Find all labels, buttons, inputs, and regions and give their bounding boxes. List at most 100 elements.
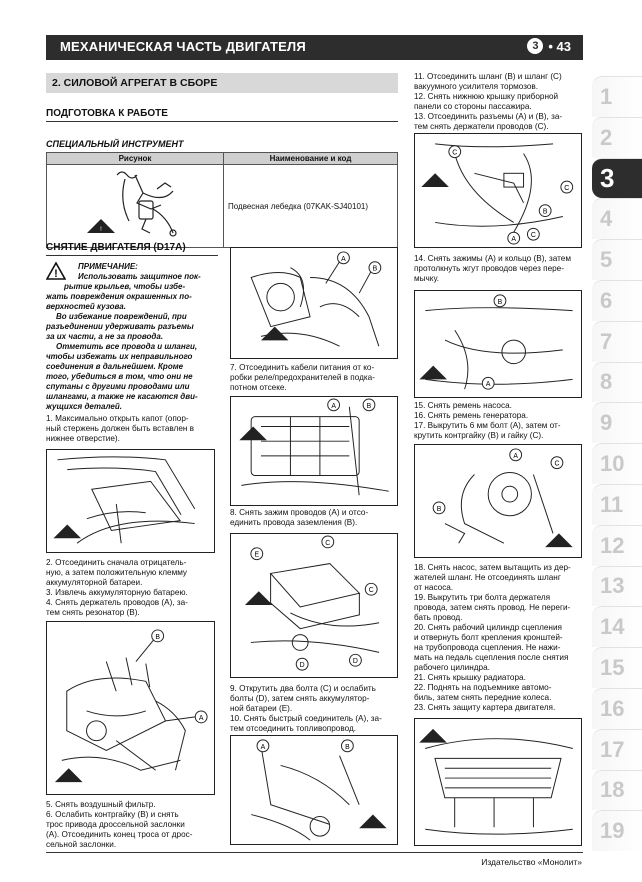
tab-chapter-10[interactable]: 10 (592, 443, 642, 484)
warning-ok-icon (419, 365, 447, 380)
tab-chapter-18[interactable]: 18 (592, 769, 642, 811)
resonator-illustration: B A (54, 629, 208, 783)
text-line: 10. Снять быстрый соединитель (A), за- (230, 714, 382, 723)
svg-text:!: ! (100, 227, 102, 233)
text-line: 18. Снять насос, затем вытащить из дер- (414, 563, 571, 572)
note-line: верхностей кузова. (46, 302, 126, 311)
text-line: 5. Снять воздушный фильтр. (46, 800, 156, 809)
note-line: жать повреждения окрашенных по- (46, 292, 192, 301)
text-line: 19. Выкрутить три болта держателя (414, 593, 551, 602)
note-line: соединения в дальнейшем. Кроме (46, 362, 184, 371)
warning-ok-icon (419, 728, 447, 743)
warning-ok-icon: ! (87, 219, 115, 233)
tab-chapter-3[interactable]: 3 (592, 157, 642, 199)
warning-ok-icon (421, 173, 449, 188)
tab-chapter-14[interactable]: 14 (592, 606, 642, 648)
warning-ok-icon (260, 326, 289, 341)
figure-dash-connectors: C C B C A (414, 133, 582, 248)
note-line: разъединении удерживать разъемы (46, 322, 194, 331)
tab-chapter-15[interactable]: 15 (592, 647, 642, 688)
tab-chapter-11[interactable]: 11 (592, 483, 642, 525)
callout-label: C (325, 540, 330, 547)
callout-C: C (321, 535, 335, 549)
text-line: биль, затем снять передние колеса. (414, 693, 552, 702)
callout-A: A (507, 231, 521, 245)
tab-chapter-17[interactable]: 17 (592, 728, 642, 770)
warning-icon: ! (46, 262, 66, 280)
text-line: мычку. (414, 274, 440, 283)
text-line: 20. Снять рабочий цилиндр сцепления (414, 623, 562, 632)
steps-18-23-text: 18. Снять насос, затем вытащить из дер- … (414, 563, 586, 713)
text-line: тем снять держатели проводов (C). (414, 122, 549, 131)
text-line: на трубопровода сцепления. Не нажи- (414, 643, 561, 652)
tab-chapter-19[interactable]: 19 (592, 810, 642, 852)
note-line: Использовать защитное пок- (78, 272, 201, 281)
figure-harness: B A (414, 290, 582, 398)
tab-chapter-1[interactable]: 1 (592, 76, 642, 117)
steps-15-17-text: 15. Снять ремень насоса. 16. Снять ремен… (414, 401, 586, 441)
tab-chapter-6[interactable]: 6 (592, 279, 642, 321)
footer-divider (46, 852, 583, 853)
warning-ok-icon (53, 524, 81, 539)
callout-label: C (554, 461, 559, 468)
harness-illustration: B A (419, 294, 573, 390)
callout-E: E (250, 547, 264, 561)
header-title: МЕХАНИЧЕСКАЯ ЧАСТЬ ДВИГАТЕЛЯ (60, 39, 306, 54)
prep-heading: ПОДГОТОВКА К РАБОТЕ (46, 108, 168, 119)
callout-B: B (432, 501, 446, 515)
text-line: 3. Извлечь аккумуляторную батарею. (46, 588, 188, 597)
text-line: 1. Максимально открыть капот (опор- (46, 414, 189, 423)
text-line: и отвернуть болт крепления кронштей- (414, 633, 563, 642)
divider (46, 121, 398, 122)
tab-chapter-12[interactable]: 12 (592, 524, 642, 566)
text-line: 14. Снять зажимы (A) и кольцо (B), затем (414, 254, 571, 263)
figure-fuel-line: A B (230, 735, 398, 845)
tab-chapter-9[interactable]: 9 (592, 402, 642, 444)
text-line: 16. Снять ремень генератора. (414, 411, 529, 420)
callout-B: B (358, 261, 382, 294)
callout-label: A (511, 236, 516, 243)
callout-label: B (373, 266, 378, 273)
skid-plate-illustration (419, 728, 573, 835)
callout-label: E (254, 552, 259, 559)
text-line: ный стержень должен быть вставлен в (46, 424, 195, 433)
divider (46, 255, 218, 256)
relay-box-illustration: A B (250, 251, 382, 347)
text-line: потном отсеке. (230, 383, 287, 392)
figure-skid-plate (414, 718, 582, 846)
callout-A: A (165, 710, 208, 724)
callout-label: A (341, 256, 346, 263)
tab-chapter-4[interactable]: 4 (592, 198, 642, 240)
callout-A: A (327, 398, 341, 412)
step-8-text: 8. Снять зажим проводов (A) и отсо- един… (230, 508, 400, 528)
text-line: панели со стороны пассажира. (414, 102, 532, 111)
tab-chapter-16[interactable]: 16 (592, 687, 642, 729)
tool-table: Рисунок Наименование и код ! (46, 152, 398, 248)
figure-relay-box: A B (230, 247, 398, 359)
fuel-line-illustration: A B (251, 739, 387, 841)
text-line: протолкнуть жгут проводов через пере- (414, 264, 564, 273)
text-line: 9. Открутить два болта (C) и ослабить (230, 684, 376, 693)
tool-col-picture: Рисунок (46, 152, 224, 165)
callout-label: A (486, 381, 491, 388)
warning-ok-icon (359, 814, 387, 829)
callout-C: C (448, 145, 462, 159)
callout-label: A (331, 403, 336, 410)
warning-ok-icon (545, 533, 573, 548)
callout-B: B (362, 398, 376, 412)
tab-chapter-5[interactable]: 5 (592, 239, 642, 280)
figure-pump: A C B (414, 444, 582, 558)
callout-label: C (452, 150, 457, 157)
callout-label: B (345, 744, 350, 751)
tab-chapter-7[interactable]: 7 (592, 320, 642, 362)
tab-chapter-8[interactable]: 8 (592, 361, 642, 403)
svg-text:!: ! (54, 268, 58, 280)
note-line: Отметить все провода и шланги, (56, 342, 198, 351)
note-line: жущихся деталей. (46, 402, 122, 411)
text-line: ную, а затем положительную клемму (46, 568, 188, 577)
tab-chapter-2[interactable]: 2 (592, 116, 642, 158)
callout-C: C (560, 180, 574, 194)
callout-B: B (135, 629, 165, 662)
tab-chapter-13[interactable]: 13 (592, 565, 642, 607)
callout-A: A (509, 448, 523, 462)
